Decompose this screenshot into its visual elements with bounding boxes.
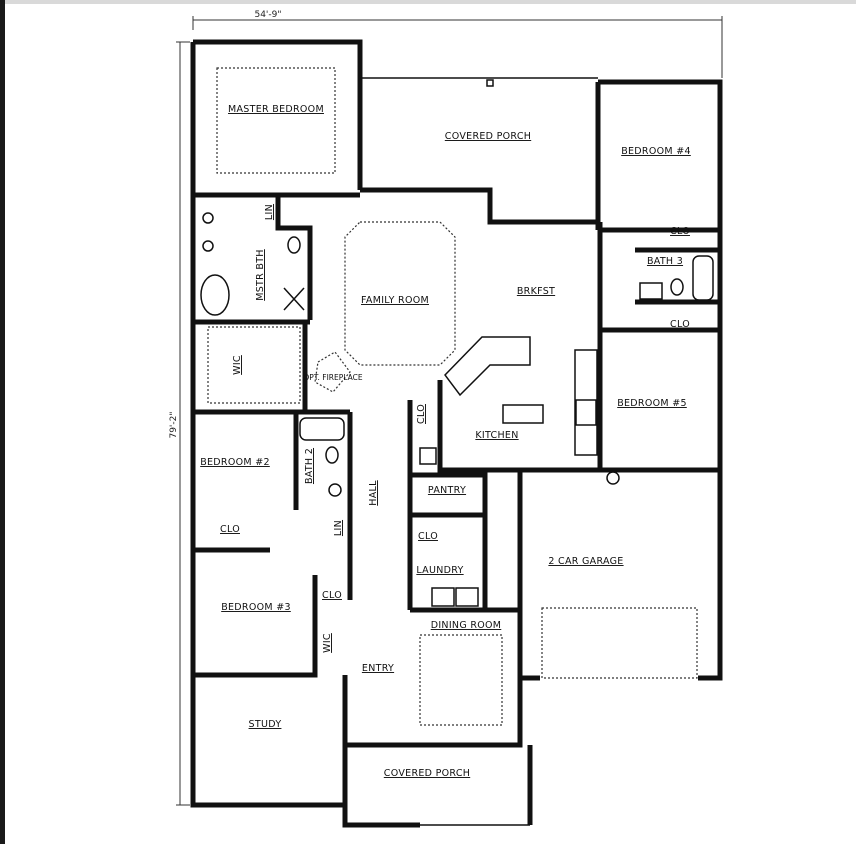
room-kitchen: KITCHEN (475, 430, 518, 441)
room-wic-master: WIC (232, 355, 243, 375)
toilet-icon (287, 236, 301, 254)
sink-icon (202, 212, 214, 224)
room-family-room: FAMILY ROOM (361, 295, 429, 306)
room-master-bath: MSTR BTH (255, 249, 266, 301)
room-dining-room: DINING ROOM (431, 620, 502, 631)
porch-post (486, 79, 494, 87)
room-clo-b4: CLO (670, 226, 690, 237)
wic-shelving (207, 326, 301, 404)
room-clo-b5: CLO (670, 319, 690, 330)
dining-tray-ceiling (419, 634, 503, 726)
sink-icon (202, 240, 214, 252)
bath2-tub-icon (299, 417, 345, 441)
room-hall: HALL (368, 480, 379, 506)
overall-depth: 79'-2" (169, 411, 179, 438)
fireplace-icon (314, 351, 351, 393)
room-entry: ENTRY (362, 663, 394, 674)
room-lin-hall: LIN (333, 520, 344, 536)
washer-icon (431, 587, 455, 607)
kitchen-counter (444, 336, 531, 397)
room-bedroom-2: BEDROOM #2 (200, 457, 270, 468)
family-tray-ceiling (344, 221, 456, 366)
sink-icon (328, 483, 342, 497)
kitchen-side-counter (574, 349, 598, 456)
sink-icon (639, 282, 663, 300)
room-bath-2: BATH 2 (304, 448, 315, 484)
cooktop (575, 399, 597, 426)
room-bedroom-5: BEDROOM #5 (617, 398, 687, 409)
room-bedroom-4: BEDROOM #4 (621, 146, 691, 157)
exterior-walls (190, 39, 723, 825)
master-tray-ceiling (216, 67, 336, 174)
room-garage: 2 CAR GARAGE (548, 556, 623, 567)
kitchen-island (502, 404, 544, 424)
toilet-icon (325, 446, 339, 464)
top-bar (0, 0, 856, 4)
front-porch-wall (342, 745, 420, 828)
overall-width: 54'-9" (254, 10, 281, 20)
bath3-tub-icon (692, 255, 714, 301)
room-wic-b3: WIC (322, 633, 333, 653)
room-clo-b2: CLO (220, 524, 240, 535)
water-heater-icon (419, 447, 437, 465)
room-lin-master: LIN (264, 204, 275, 220)
room-laundry: LAUNDRY (416, 565, 463, 576)
interior-walls (193, 192, 720, 745)
room-bath-3: BATH 3 (647, 256, 683, 267)
hvac-icon (606, 471, 620, 485)
dryer-icon (455, 587, 479, 607)
room-bedroom-3: BEDROOM #3 (221, 602, 291, 613)
room-master-bedroom: MASTER BEDROOM (228, 104, 324, 115)
shower-icon (283, 287, 305, 311)
room-clo-b3: CLO (322, 590, 342, 601)
room-study: STUDY (249, 719, 282, 730)
room-clo-laundry: CLO (418, 531, 438, 542)
room-pantry: PANTRY (428, 485, 466, 496)
room-covered-porch-rear: COVERED PORCH (445, 131, 531, 142)
dimension-lines (176, 16, 723, 806)
room-fireplace: OPT. FIREPLACE (303, 373, 362, 382)
garage-door (541, 607, 698, 679)
room-clo-kitchen: CLO (416, 404, 427, 424)
porch-wall (360, 187, 598, 225)
room-covered-porch-front: COVERED PORCH (384, 768, 470, 779)
room-brkfst: BRKFST (517, 286, 555, 297)
master-tub-icon (200, 274, 230, 316)
left-edge (0, 0, 5, 844)
toilet-icon (670, 278, 684, 296)
